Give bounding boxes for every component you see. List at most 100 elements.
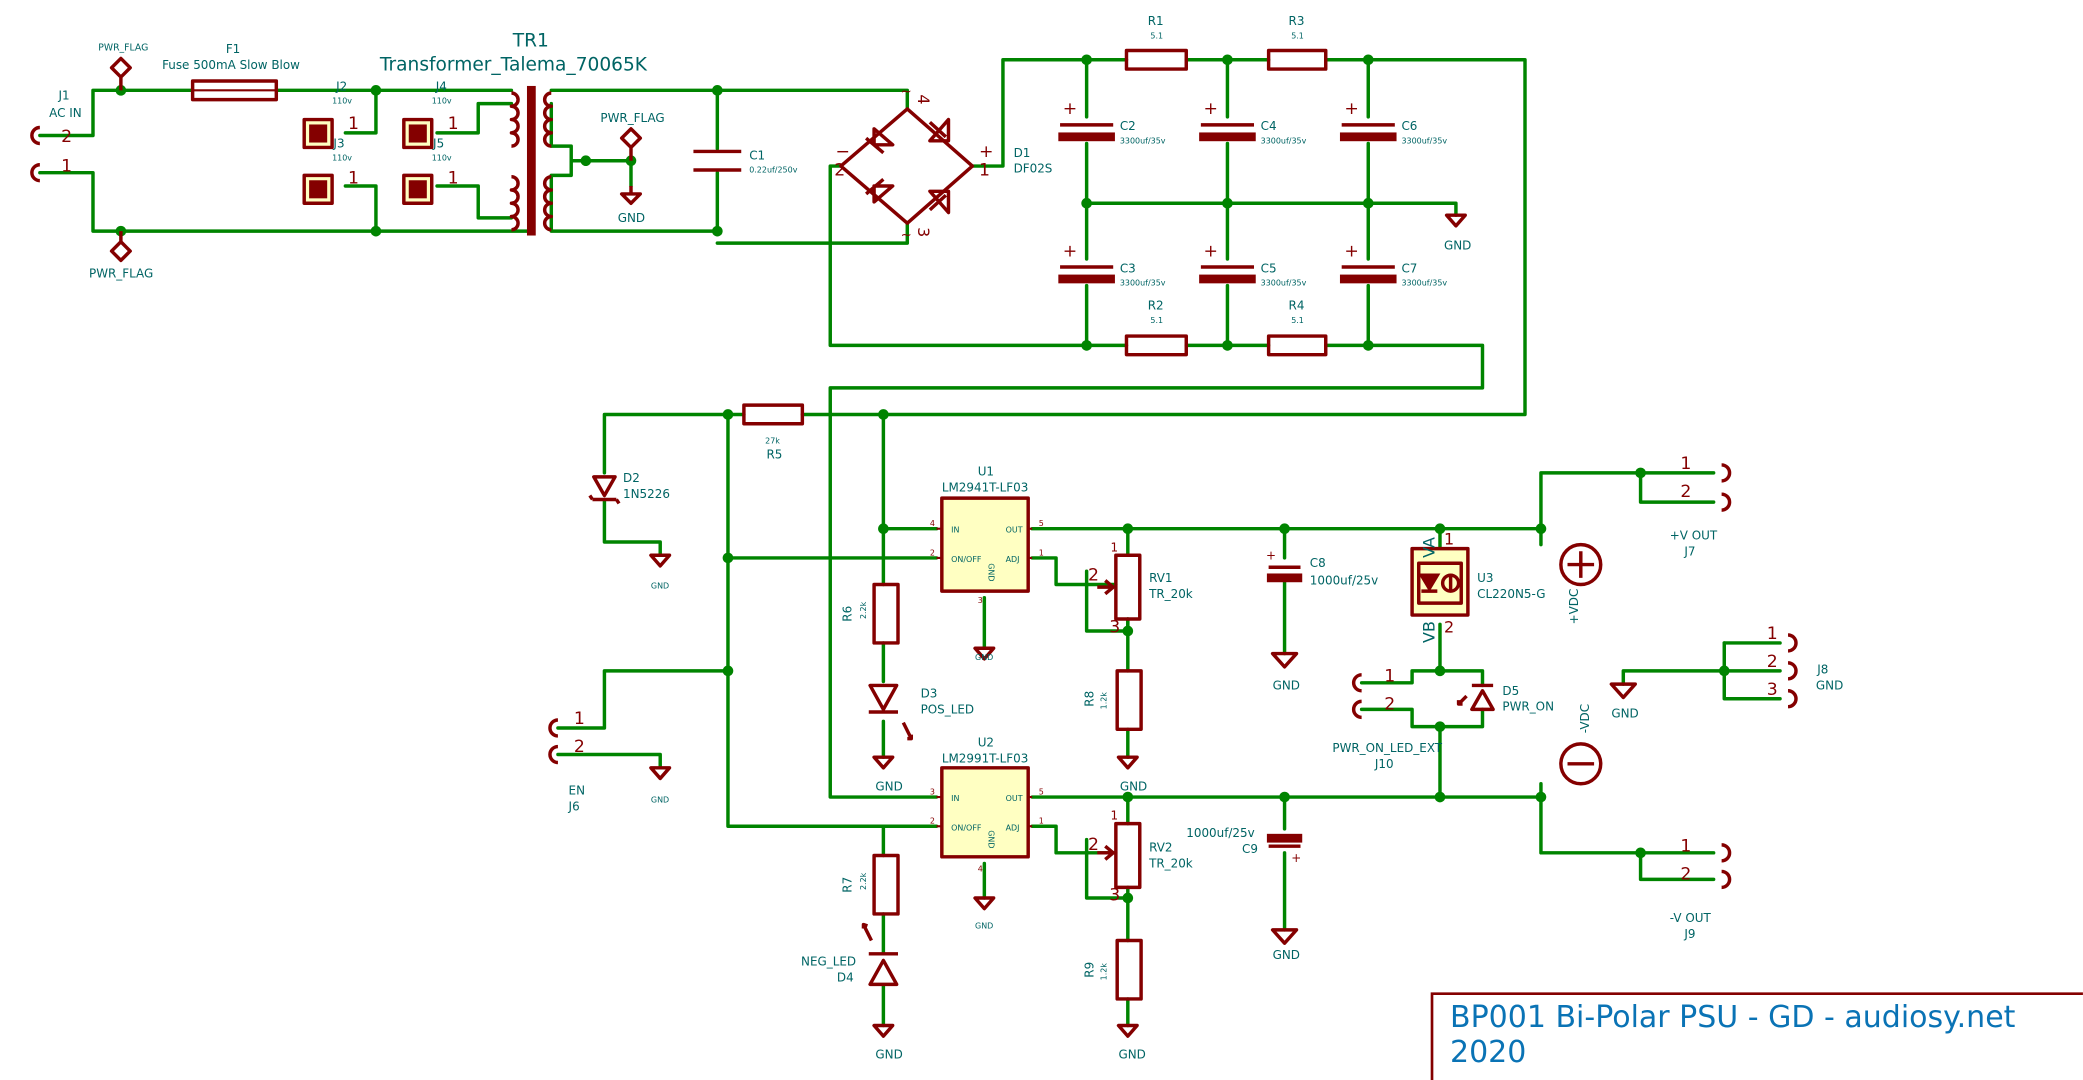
- gnd-j8: GND: [1609, 682, 1639, 720]
- svg-text:+: +: [1291, 851, 1301, 865]
- svg-text:3300uf/35v: 3300uf/35v: [1401, 279, 1447, 288]
- svg-text:1: 1: [348, 114, 359, 134]
- fuse-f1: F1 Fuse 500mA Slow Blow: [162, 42, 300, 102]
- svg-text:J10: J10: [1374, 757, 1394, 771]
- pvdc-symbol: +VDC: [1559, 542, 1603, 625]
- connector-j8: 1 2 3 J8 GND: [1767, 624, 1843, 709]
- svg-text:+: +: [1344, 99, 1358, 119]
- svg-text:GND: GND: [875, 1048, 902, 1062]
- gnd-d3: GND: [872, 755, 903, 793]
- svg-text:1: 1: [1680, 837, 1691, 857]
- svg-text:GND: GND: [1120, 779, 1147, 793]
- svg-text:2: 2: [930, 817, 935, 826]
- gnd-u2: GND: [973, 896, 996, 931]
- svg-text:C3: C3: [1120, 261, 1136, 275]
- svg-text:0.22uf/250v: 0.22uf/250v: [749, 166, 797, 175]
- svg-text:2: 2: [574, 737, 585, 757]
- svg-text:Fuse 500mA Slow Blow: Fuse 500mA Slow Blow: [162, 58, 300, 72]
- svg-text:GND: GND: [651, 795, 669, 804]
- svg-text:2: 2: [61, 127, 72, 147]
- junction-dots: [115, 54, 1730, 904]
- svg-text:J9: J9: [1683, 927, 1695, 941]
- svg-text:J4: J4: [435, 79, 447, 93]
- svg-text:1: 1: [61, 156, 72, 176]
- svg-text:2: 2: [1088, 566, 1099, 586]
- led-d4: NEG_LED D4: [801, 922, 899, 987]
- svg-text:4: 4: [930, 519, 935, 528]
- svg-text:1: 1: [574, 709, 585, 729]
- capacitor-c1: C1 0.22uf/250v: [693, 148, 798, 175]
- capacitor-c2: + C2 3300uf/35v: [1058, 99, 1166, 145]
- svg-text:EN: EN: [569, 783, 585, 797]
- svg-text:5.1: 5.1: [1291, 32, 1304, 41]
- svg-text:3: 3: [1767, 680, 1778, 700]
- pwr-flag-secondary: PWR_FLAG: [600, 111, 665, 161]
- svg-text:4: 4: [978, 864, 983, 873]
- svg-text:U1: U1: [978, 465, 994, 479]
- svg-text:ADJ: ADJ: [1006, 823, 1020, 832]
- svg-text:+: +: [1344, 241, 1358, 261]
- svg-text:1: 1: [1039, 548, 1044, 557]
- svg-text:C7: C7: [1401, 261, 1417, 275]
- svg-text:2: 2: [1680, 482, 1691, 502]
- gnd-d4: GND: [872, 1023, 903, 1062]
- trimmer-rv2: 1 2 3 RV2 TR_20k: [1088, 809, 1193, 906]
- svg-text:PWR_FLAG: PWR_FLAG: [98, 42, 148, 53]
- svg-text:NEG_LED: NEG_LED: [801, 955, 856, 969]
- svg-text:5.1: 5.1: [1291, 316, 1304, 325]
- resistor-r2: R2 5.1: [1124, 299, 1188, 357]
- svg-text:1: 1: [1111, 809, 1119, 823]
- svg-text:OUT: OUT: [1006, 794, 1023, 803]
- gnd-d2: GND: [649, 553, 672, 590]
- pwr-flag-bottom: PWR_FLAG: [89, 231, 153, 281]
- svg-text:C9: C9: [1242, 842, 1258, 856]
- capacitor-c9: + 1000uf/25v C9: [1186, 826, 1303, 865]
- svg-text:2.2k: 2.2k: [859, 872, 868, 890]
- jumper-j5: 1 J5 110v: [402, 136, 459, 205]
- svg-text:5: 5: [1039, 787, 1044, 796]
- svg-text:C5: C5: [1261, 261, 1277, 275]
- gnd-r8: GND: [1116, 755, 1147, 793]
- svg-text:+VDC: +VDC: [1567, 589, 1581, 625]
- svg-text:3300uf/35v: 3300uf/35v: [1120, 279, 1166, 288]
- svg-text:2: 2: [1444, 617, 1454, 636]
- svg-text:3: 3: [978, 596, 983, 605]
- nvdc-symbol: -VDC: [1559, 704, 1603, 786]
- transformer-tr1: TR1 Transformer_Talema_70065K: [379, 30, 648, 236]
- svg-text:J7: J7: [1683, 544, 1695, 558]
- svg-text:+: +: [1063, 99, 1077, 119]
- svg-text:IN: IN: [951, 794, 959, 803]
- capacitor-c4: + C4 3300uf/35v: [1199, 99, 1307, 145]
- regulator-u2: IN ON/OFF OUT ADJ GND 3 2 5 1 4 U2 LM299…: [930, 736, 1044, 874]
- svg-text:2: 2: [1680, 864, 1691, 884]
- svg-text:J5: J5: [432, 136, 444, 150]
- svg-text:C1: C1: [749, 148, 765, 162]
- svg-text:1: 1: [1444, 530, 1454, 549]
- connector-j6: 1 2 EN J6: [548, 709, 585, 813]
- capacitor-c5: + C5 3300uf/35v: [1199, 241, 1307, 288]
- gnd-c9: GND: [1270, 928, 1300, 962]
- svg-text:C6: C6: [1401, 119, 1417, 133]
- jumper-j3: 1 J3 110v: [302, 136, 359, 205]
- svg-text:GND: GND: [975, 653, 993, 662]
- svg-text:3: 3: [1109, 886, 1120, 906]
- svg-text:3300uf/35v: 3300uf/35v: [1261, 279, 1307, 288]
- svg-text:GND: GND: [986, 563, 995, 581]
- connector-j7: 1 2 +V OUT J7: [1670, 454, 1732, 558]
- svg-text:+: +: [1204, 99, 1218, 119]
- svg-text:Transformer_Talema_70065K: Transformer_Talema_70065K: [379, 54, 648, 75]
- zener-d2: D2 1N5226: [588, 471, 670, 505]
- svg-text:2: 2: [930, 548, 935, 557]
- gnd-c8: GND: [1270, 651, 1300, 692]
- resistor-r8: R8 1.2k: [1082, 669, 1143, 732]
- resistor-r6: R6 2.2k: [841, 582, 900, 645]
- capacitor-c6: + C6 3300uf/35v: [1339, 99, 1447, 145]
- svg-text:~: ~: [901, 85, 912, 100]
- svg-text:R7: R7: [841, 877, 855, 893]
- svg-text:R8: R8: [1082, 691, 1096, 707]
- resistor-r4: R4 5.1: [1266, 299, 1328, 357]
- svg-text:R4: R4: [1289, 299, 1305, 313]
- svg-text:GND: GND: [975, 922, 993, 931]
- svg-text:GND: GND: [1119, 1048, 1146, 1062]
- svg-text:110v: 110v: [432, 97, 452, 106]
